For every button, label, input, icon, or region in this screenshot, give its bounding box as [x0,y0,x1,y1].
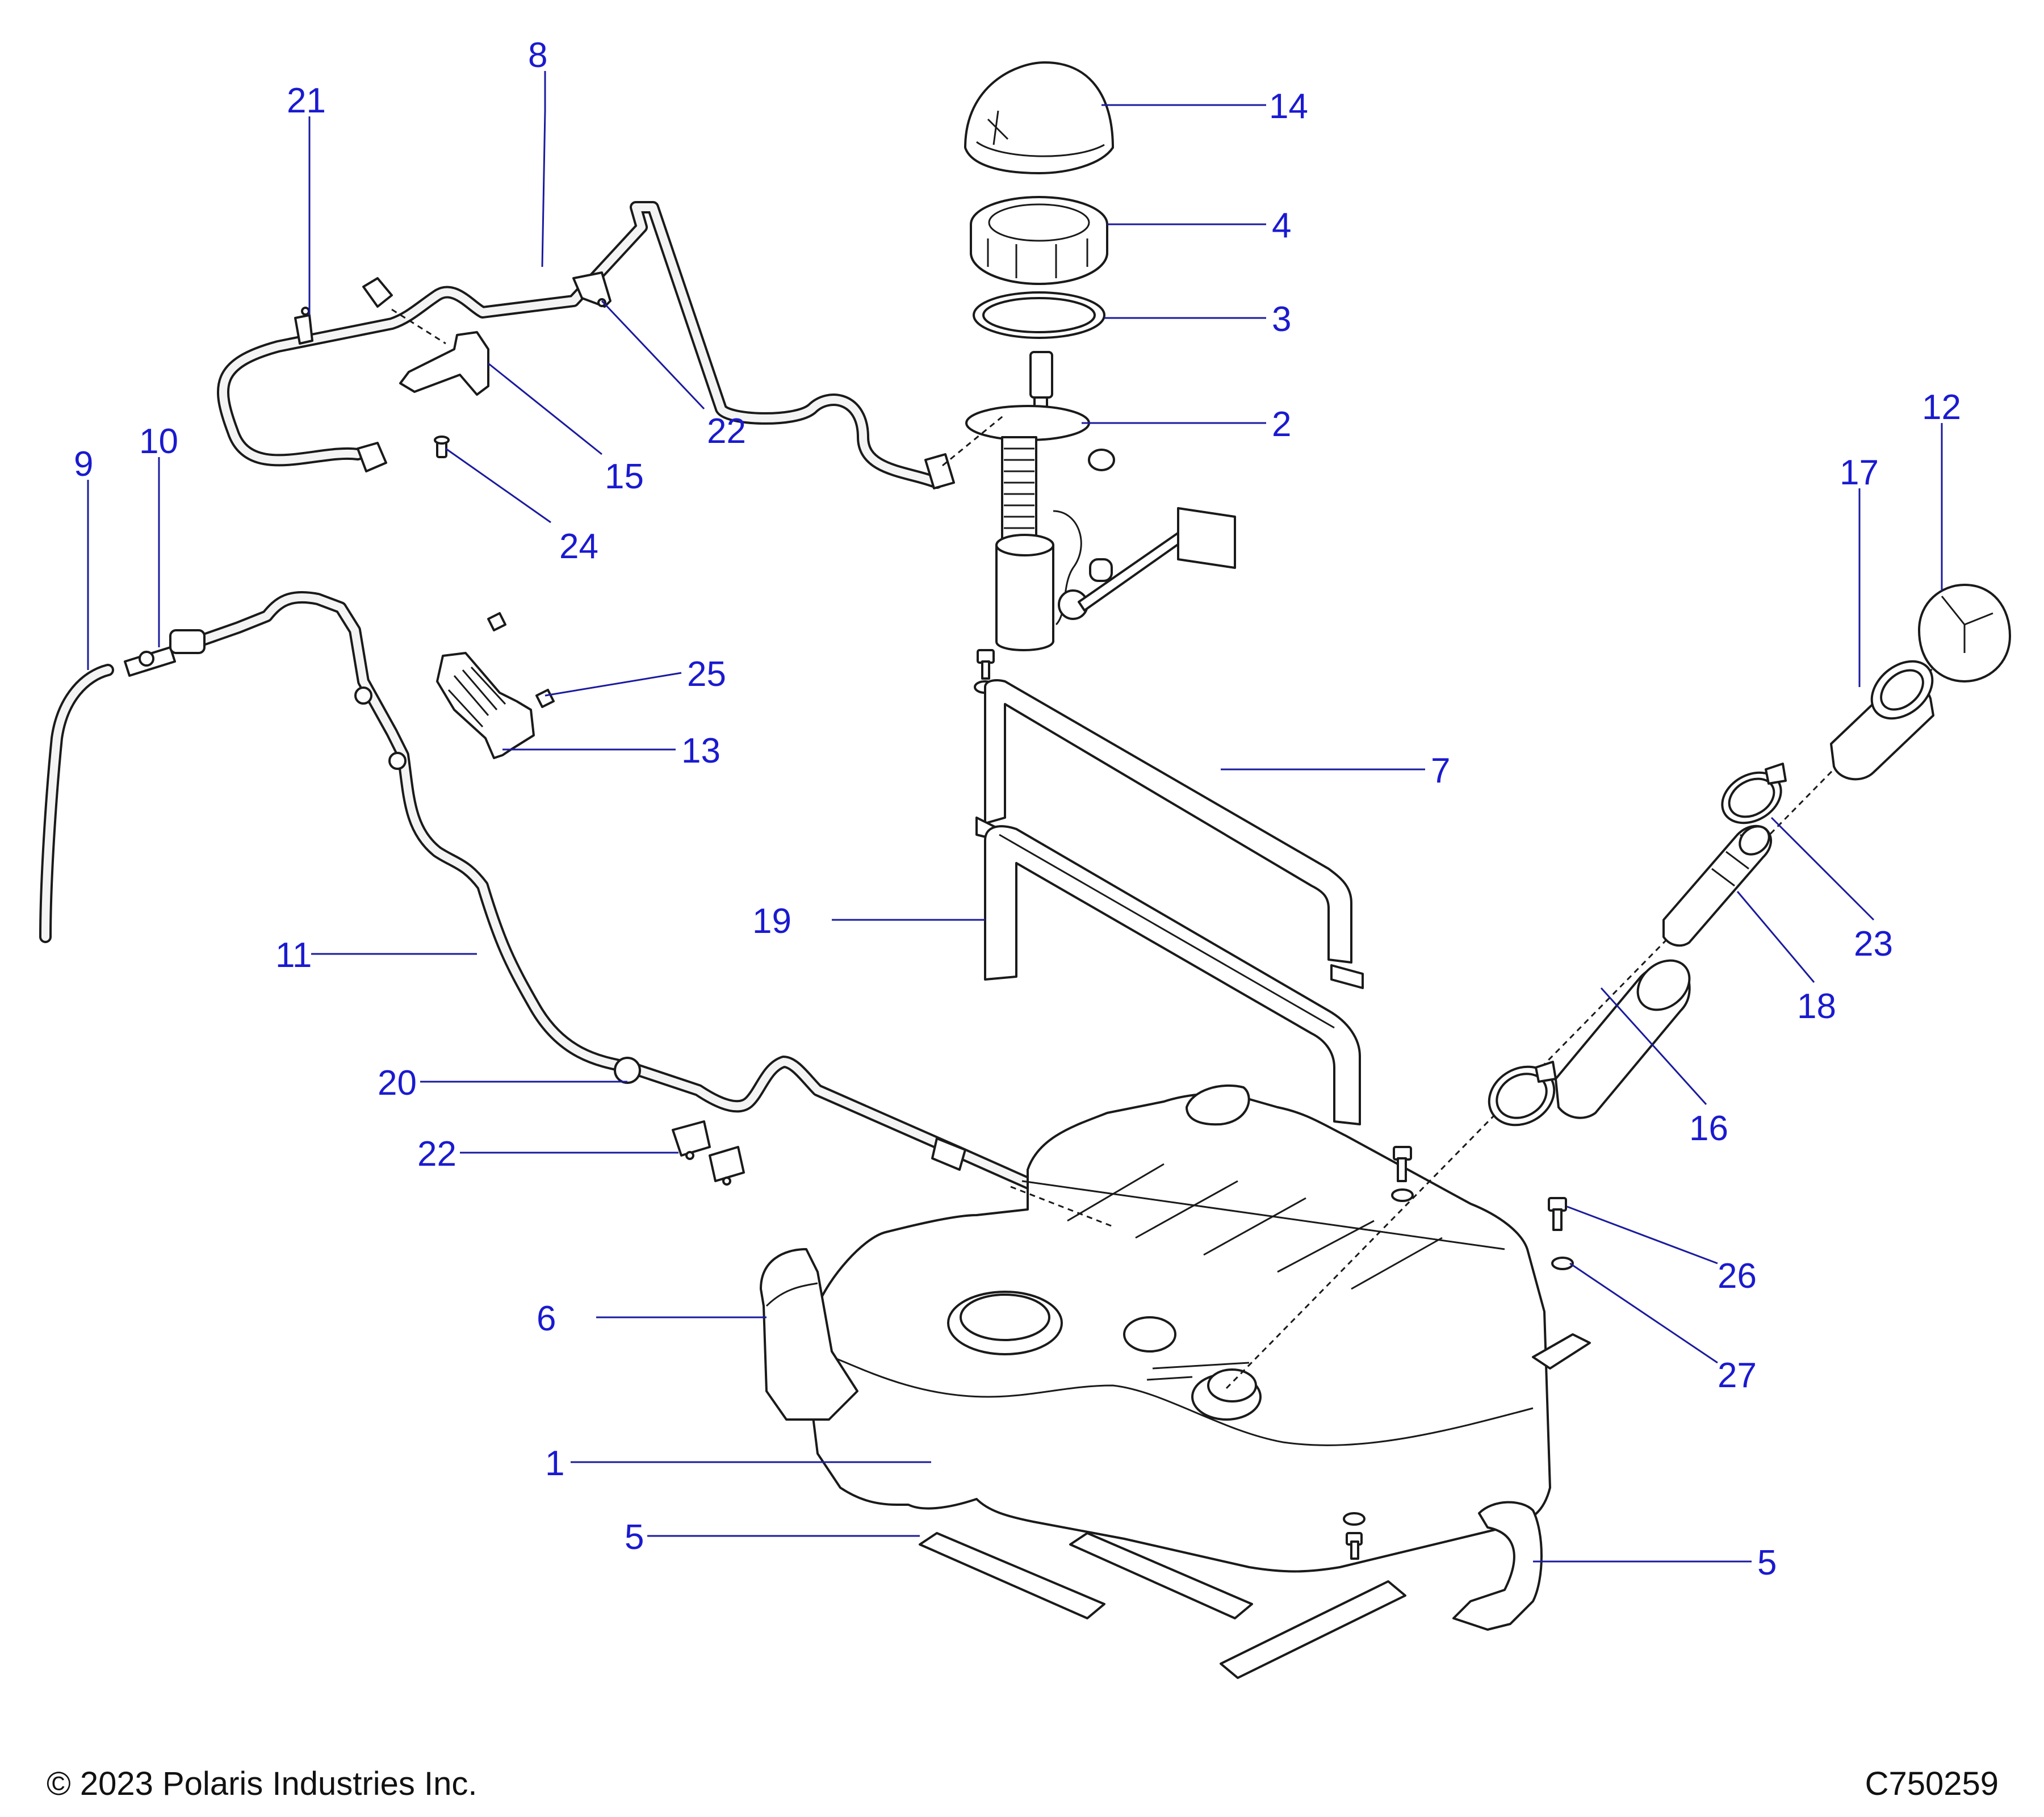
callout-14: 14 [1269,87,1308,126]
part-19-strap[interactable] [984,825,1361,1125]
callout-26: 26 [1718,1257,1757,1296]
callout-6: 6 [537,1299,556,1338]
part-2-fuel-pump[interactable] [965,351,1236,651]
part-11-fuel-line[interactable] [169,591,1119,1227]
callout-labels: 14 4 3 2 7 19 6 1 5 5 11 20 22 13 25 8 2… [74,36,1961,1582]
callout-20: 20 [378,1064,417,1103]
part-9-vent-hose[interactable] [39,664,114,943]
part-5-pad-4[interactable] [1452,1501,1543,1631]
tank-top-bolt[interactable] [1391,1146,1414,1202]
callout-15: 15 [605,457,644,496]
part-27-washer[interactable] [1551,1257,1574,1270]
part-1-fuel-tank[interactable] [805,1085,1551,1573]
callout-1: 1 [545,1444,564,1483]
part-13-bracket[interactable] [436,652,535,759]
callout-21: 21 [287,81,326,120]
callout-17: 17 [1840,453,1879,492]
part-14-cap[interactable] [964,61,1114,174]
callout-5-left: 5 [625,1518,644,1557]
callout-24: 24 [559,527,598,566]
callout-7: 7 [1431,751,1450,790]
part-5-pad-1[interactable] [919,1532,1105,1619]
part-20-clip[interactable] [614,1057,641,1084]
callout-2: 2 [1272,405,1291,444]
part-22-clip-upper[interactable] [572,271,611,308]
callout-4: 4 [1272,206,1291,245]
callout-23: 23 [1854,924,1893,964]
part-17-filler-neck[interactable] [1830,650,1944,781]
part-24-screw[interactable] [434,436,450,458]
part-23-clamp[interactable] [1713,763,1790,833]
tank-mount-tab [1532,1333,1591,1370]
part-16-filler-hose[interactable] [1555,951,1699,1119]
part-15-bracket[interactable] [399,331,489,396]
callout-16: 16 [1689,1109,1728,1148]
part-5-pad-2[interactable] [1069,1532,1253,1619]
callout-25: 25 [687,655,726,694]
part-25-screw[interactable] [487,612,555,708]
callout-27: 27 [1718,1356,1757,1395]
part-22-clip-lower[interactable] [672,1120,745,1186]
part-6-heat-shield[interactable] [760,1248,858,1421]
part-26-bolt[interactable] [1548,1197,1567,1231]
callout-3: 3 [1272,300,1291,339]
callout-22-upper: 22 [707,412,746,451]
part-12-fuel-cap[interactable] [1918,584,2011,683]
tank-bottom-bolt[interactable] [1343,1512,1366,1560]
copyright-notice: © 2023 Polaris Industries Inc. [47,1765,478,1802]
callout-19: 19 [752,902,791,941]
leader-lines [87,71,1943,1563]
part-10-fitting[interactable] [124,646,176,677]
part-18-filler-tube[interactable] [1662,820,1775,947]
callout-12: 12 [1922,388,1961,427]
callout-10: 10 [139,422,178,461]
part-3-seal[interactable] [973,291,1105,339]
part-8-vent-line[interactable] [217,201,955,489]
callout-18: 18 [1797,987,1836,1026]
callout-8: 8 [528,36,547,75]
callout-5-right: 5 [1757,1543,1777,1582]
part-4-lock-ring[interactable] [970,196,1108,285]
figure-code: C750259 [1865,1765,1999,1802]
callout-9: 9 [74,445,93,484]
part-5-pad-3[interactable] [1220,1580,1406,1679]
callout-22-lower: 22 [417,1134,456,1174]
callout-13: 13 [681,731,721,771]
callout-11: 11 [275,936,312,975]
filler-hose-clamp[interactable] [1478,1055,1565,1136]
